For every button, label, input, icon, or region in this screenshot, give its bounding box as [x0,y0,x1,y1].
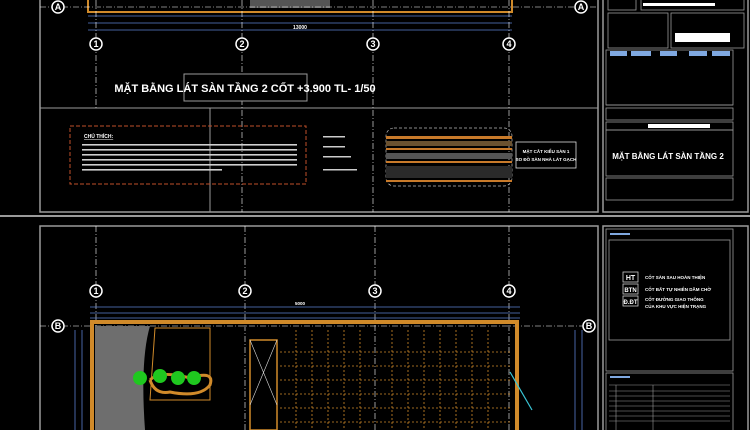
legend-text-ht: CỐT SÀN SAU HOÀN THIỆN [645,273,705,280]
bottom-grid-axis-4: 4 [506,286,511,296]
notes-text-lines [82,144,297,171]
plan-title: MẶT BẰNG LÁT SÀN TẦNG 2 CỐT +3.900 TL- 1… [114,81,375,95]
legend-text-ddt-line2: CỦA KHU VỰC HIỆN TRẠNG [645,302,707,309]
legend-text-btn: CỐT BẤT TỰ NHIÊN DẦM CHỜ [645,285,711,292]
row-axis-a-left: A [55,2,62,12]
title-block-top-headers [610,51,730,56]
bottom-floor-plan: 5000 1 2 3 4 B B [40,226,598,430]
legend: HT BTN Đ.ĐT CỐT SÀN SAU HOÀN THIỆN CỐT B… [622,271,711,309]
grid-axis-3: 3 [370,39,375,49]
floor-section-detail: MẶT CẮT KIỂU SÀN 1 SO ĐỒ SÀN NHÀ LÁT GẠC… [323,127,577,187]
row-axis-a-right: A [578,2,585,12]
detail-label-2: SO ĐỒ SÀN NHÀ LÁT GẠCH [516,156,577,162]
total-dimension: 13000 [293,25,307,31]
detail-label-1: MẶT CẮT KIỂU SÀN 1 [523,147,570,154]
revision-table [609,384,730,430]
title-block-top [605,0,745,201]
legend-code-ht: HT [626,275,636,282]
grid-axis-1: 1 [93,39,98,49]
row-axis-b-right: B [586,321,593,331]
bottom-total-dimension: 5000 [295,301,306,306]
tree-icons [133,369,201,385]
title-block-bottom [605,228,734,430]
grid-axis-4: 4 [506,39,511,49]
legend-code-btn: BTN [624,288,636,294]
bottom-grid-axis-2: 2 [242,286,247,296]
title-block-bottom-headers [610,233,630,378]
legend-code-ddt: Đ.ĐT [624,300,638,306]
bottom-grid-axis-1: 1 [93,286,98,296]
legend-text-ddt: CỐT ĐƯỜNG GIAO THÔNG [645,295,704,302]
plan-title-frame [183,73,308,102]
top-floor-plan: 1 2 3 4 A A 13000 [40,0,598,212]
notes-box [69,125,307,185]
grid-axis-2: 2 [239,39,244,49]
bottom-grid-axis-3: 3 [372,286,377,296]
drawing-title: MẶT BẰNG LÁT SÀN TẦNG 2 [612,151,724,161]
notes-heading: CHÚ THÍCH: [84,132,113,140]
row-axis-b-left: B [55,321,62,331]
title-block-top-fills [643,3,730,128]
